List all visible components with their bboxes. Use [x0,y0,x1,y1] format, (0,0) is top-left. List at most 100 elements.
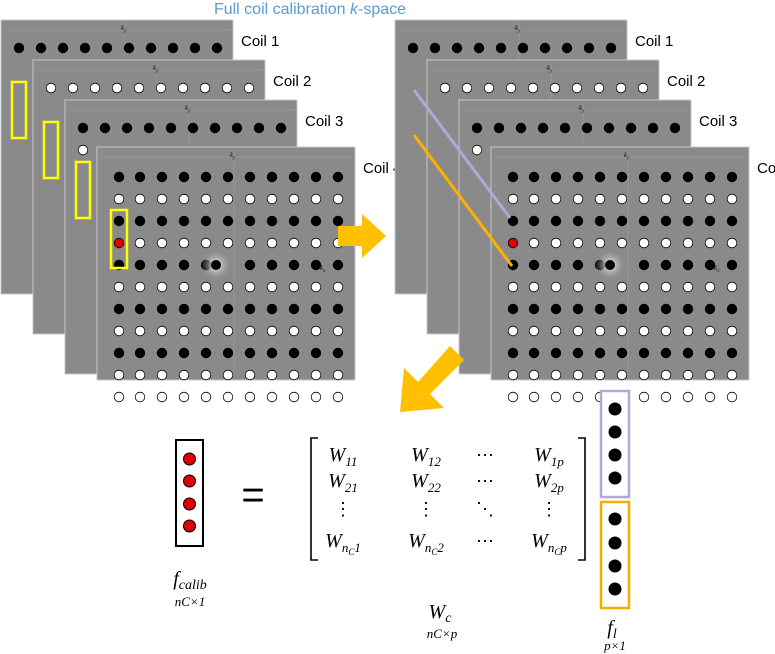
kspace-sample-dot [178,171,190,183]
matrix-cell: WnC2 [408,530,444,557]
kspace-sample-dot [550,391,562,403]
kspace-sample-dot [113,193,125,205]
matrix-cell: ⋮ [334,499,352,519]
title-post: -space [358,1,406,18]
coil-label: Coil 1 [241,33,279,50]
kspace-sample-dot [134,259,146,271]
kspace-sample-dot [288,215,300,227]
matrix-brackets [310,437,586,561]
kspace-sample-dot [549,82,561,94]
kspace-sample-dot [550,347,562,359]
kspace-sample-dot [660,281,672,293]
kspace-sample-dot [638,281,650,293]
matrix-cell: W1p [534,444,564,469]
kspace-sample-dot [704,215,716,227]
kspace-sample-dot [704,303,716,315]
kspace-sample-dot [200,281,212,293]
kspace-sample-dot [572,259,584,271]
kspace-sample-dot [67,82,79,94]
kspace-sample-dot [178,303,190,315]
kspace-sample-dot [178,347,190,359]
kspace-sample-dot [550,325,562,337]
kspace-sample-dot [332,281,344,293]
kspace-sample-dot [156,325,168,337]
kspace-sample-dot [682,259,694,271]
kspace-sample-dot [616,325,628,337]
kspace-sample-dot [266,193,278,205]
kspace-sample-dot [266,347,278,359]
kspace-sample-dot [134,391,146,403]
kspace-sample-dot [310,171,322,183]
kspace-sample-dot [638,303,650,315]
kspace-sample-dot [616,193,628,205]
kspace-sample-dot [244,193,256,205]
matrix-cell: WnC1 [325,530,361,557]
kspace-sample-dot [222,193,234,205]
purple-kernel-line [412,89,512,219]
kspace-sample-dot [615,82,627,94]
kspace-sample-dot [200,391,212,403]
ky-axis-label: ky [547,64,553,74]
kspace-sample-dot [222,369,234,381]
kspace-sample-dot [638,325,650,337]
kspace-sample-dot [222,325,234,337]
kspace-sample-dot [244,325,256,337]
kspace-sample-dot [244,215,256,227]
kspace-sample-dot [310,391,322,403]
kspace-sample-dot [332,369,344,381]
kspace-sample-dot [143,122,155,134]
matrix-cell: ⋯ [476,445,494,465]
kspace-sample-dot [528,171,540,183]
kspace-sample-dot [572,325,584,337]
kspace-sample-dot [288,391,300,403]
kspace-sample-dot [572,303,584,315]
kspace-sample-dot [288,193,300,205]
title-k: k [350,1,359,18]
kspace-sample-dot [638,369,650,381]
kspace-sample-dot [134,193,146,205]
title-pre: Full coil calibration [214,1,350,18]
w-c-text: Wc [429,601,453,626]
kspace-sample-dot [660,369,672,381]
kspace-sample-dot [704,369,716,381]
kspace-sample-dot [594,347,606,359]
kspace-sample-dot [266,281,278,293]
kspace-sample-dot [682,325,694,337]
kspace-sample-dot [726,193,738,205]
matrix-cell: W11 [329,444,358,469]
kspace-sample-dot [429,42,441,54]
right-arrow [338,214,386,258]
kspace-sample-dot [133,82,145,94]
kspace-sample-dot [660,259,672,271]
kspace-sample-dot [660,347,672,359]
w-c-size: nC×p [427,626,458,641]
f-l-label: fl p×1 [603,617,626,653]
kspace-sample-dot [121,122,133,134]
kspace-sample-dot [155,82,167,94]
calibration-kernel-box [74,160,92,220]
kspace-sample-dot [726,171,738,183]
kspace-sample-dot [222,171,234,183]
kspace-sample-dot [660,193,672,205]
kspace-sample-dot [571,82,583,94]
kspace-sample-dot [682,193,694,205]
kspace-sample-dot [77,144,89,156]
kspace-sample-dot [134,237,146,249]
kspace-sample-dot [332,391,344,403]
kspace-sample-dot [288,171,300,183]
f-l-dot [608,582,622,596]
kspace-sample-dot [244,237,256,249]
kspace-sample-dot [222,237,234,249]
kspace-sample-dot [527,82,539,94]
f-calib-text: fcalib [173,568,207,593]
kspace-sample-dot [550,369,562,381]
kspace-sample-dot [616,237,628,249]
kspace-sample-dot [550,193,562,205]
kspace-sample-dot [156,193,168,205]
kspace-sample-dot [200,215,212,227]
kspace-sample-dot [550,171,562,183]
kspace-sample-dot [507,391,519,403]
